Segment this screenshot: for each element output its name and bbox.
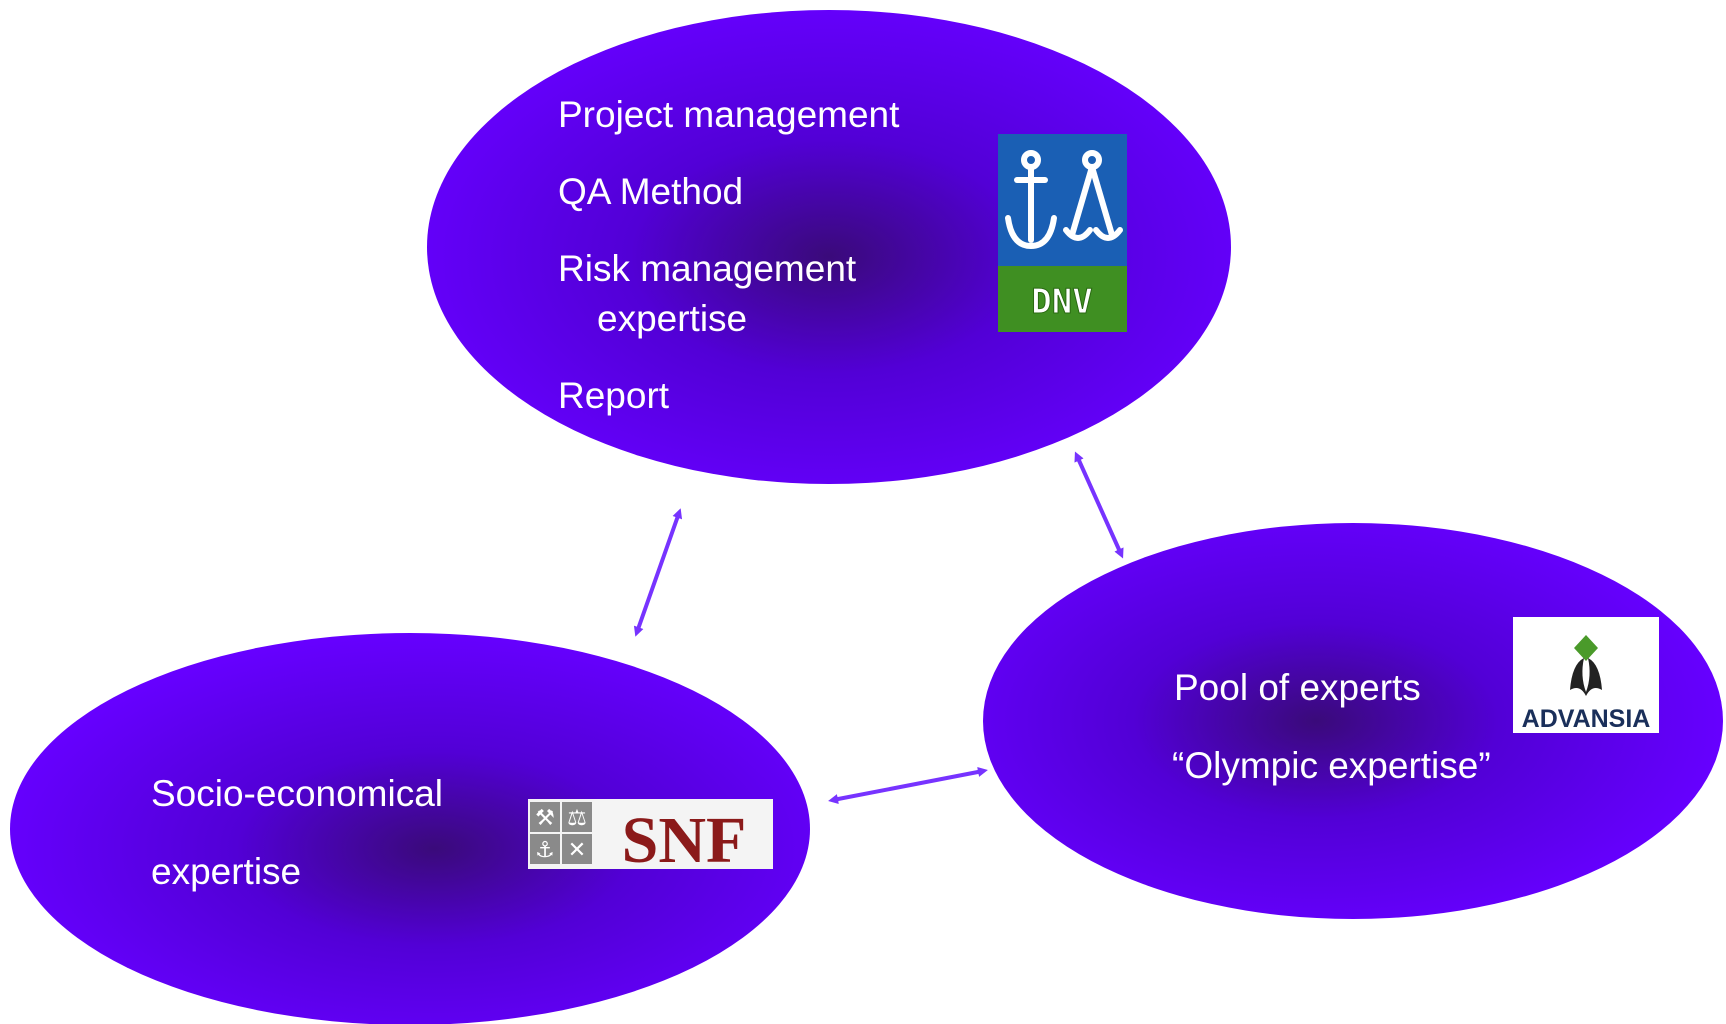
top-ellipse <box>427 10 1231 484</box>
advansia-logo: ADVANSIA <box>1513 617 1659 733</box>
left-ellipse <box>10 633 810 1024</box>
top-item-risk-management: Risk management <box>558 248 857 289</box>
advansia-logo-text: ADVANSIA <box>1522 705 1651 733</box>
top-item-project-management: Project management <box>558 94 900 135</box>
arrow-top-right <box>1074 451 1124 559</box>
svg-text:⚒: ⚒ <box>535 806 555 831</box>
arrow-top-left <box>633 508 683 637</box>
left-line-socio-economical: Socio-economical <box>151 773 444 814</box>
arrow-left-right <box>828 767 988 804</box>
anchor-icon <box>1005 150 1057 250</box>
top-item-qa-method: QA Method <box>558 171 744 212</box>
svg-text:⚖: ⚖ <box>567 806 587 831</box>
snf-crest-icon: ⚒ ⚖ ⚓ ✕ <box>530 802 592 864</box>
top-item-expertise: expertise <box>597 298 748 339</box>
scales-icon <box>1063 150 1123 241</box>
right-line-pool-of-experts: Pool of experts <box>1174 667 1421 708</box>
advansia-diamond-icon <box>1574 635 1598 661</box>
dnv-logo-text: DNV <box>1031 282 1092 322</box>
svg-text:⚓: ⚓ <box>535 838 555 863</box>
snf-logo-text: SNF <box>622 804 747 877</box>
advansia-mark-icon <box>1570 658 1602 696</box>
svg-text:✕: ✕ <box>568 838 586 863</box>
left-line-expertise: expertise <box>151 851 302 892</box>
dnv-logo: DNV <box>998 134 1127 332</box>
snf-logo: ⚒ ⚖ ⚓ ✕ SNF <box>528 799 773 877</box>
right-line-olympic-expertise: “Olympic expertise” <box>1172 745 1491 786</box>
top-item-report: Report <box>558 375 670 416</box>
